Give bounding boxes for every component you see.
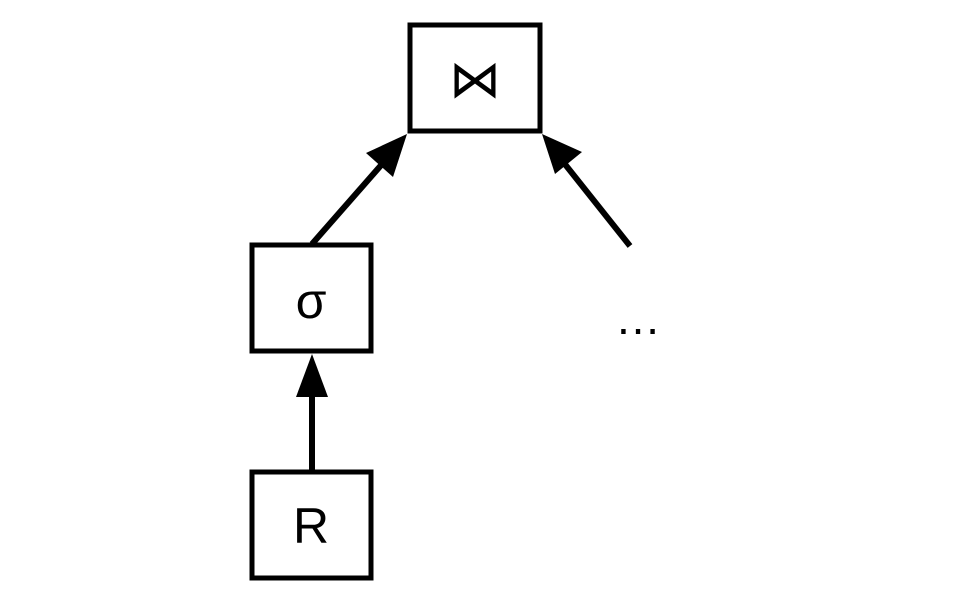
ellipsis-text: … <box>615 292 661 344</box>
edge-relation-to-select <box>296 354 328 471</box>
arrowhead-icon <box>366 134 407 177</box>
edge-ellipsis-to-join <box>542 134 633 248</box>
arrowhead-icon <box>542 134 582 174</box>
join-node: ⋈ <box>407 22 543 134</box>
edge-select-to-join <box>309 134 407 246</box>
selection-node: σ <box>249 242 374 354</box>
relation-node: R <box>249 469 374 581</box>
relation-label: R <box>293 498 329 554</box>
join-symbol: ⋈ <box>449 51 501 109</box>
selection-symbol: σ <box>296 273 327 329</box>
arrowhead-icon <box>296 354 328 397</box>
